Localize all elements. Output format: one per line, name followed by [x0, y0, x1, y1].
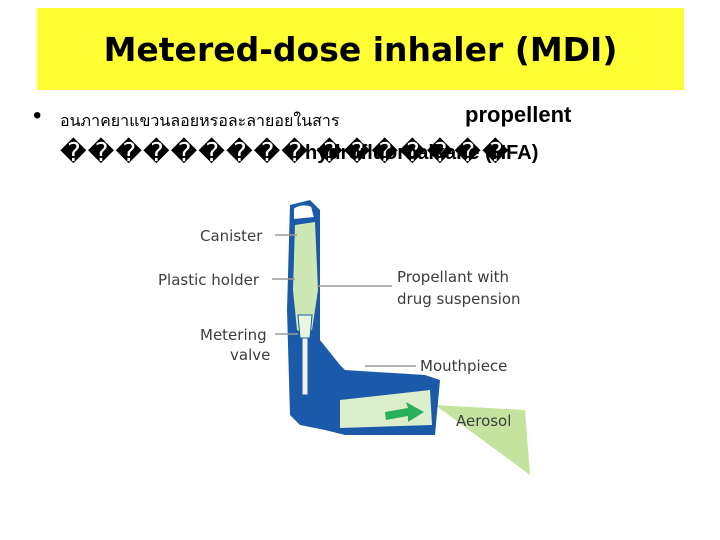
label-plastic-holder: Plastic holder [158, 271, 260, 289]
aerosol-arrow [385, 402, 424, 422]
propellent-word: propellent [465, 102, 572, 127]
bullet-line-2: ��������� hydrofluoroalkane (HFA) ������… [60, 138, 700, 172]
aerosol-plume [435, 405, 530, 475]
bullet-dot-icon: • [33, 102, 42, 129]
thai-description: อนภาคยาแขวนลอยหรอละลายอยในสาร [60, 111, 340, 130]
title-banner: Metered-dose inhaler (MDI) [37, 8, 684, 90]
metering-valve-body [297, 314, 313, 339]
hfa-text: hydrofluoroalkane (HFA) [305, 142, 539, 164]
garbled-text-b: ������� [316, 138, 510, 168]
canister-liquid [293, 222, 318, 335]
bullet-line-1: • อนภาคยาแขวนลอยหรอละลายอยในสาร propelle… [33, 102, 693, 132]
page-title: Metered-dose inhaler (MDI) [103, 29, 618, 69]
inhaler-diagram: Canister Plastic holder Propellant with … [158, 200, 530, 475]
label-canister: Canister [200, 227, 263, 245]
plastic-holder-body [287, 200, 440, 435]
garbled-text-a: ��������� [60, 138, 309, 168]
label-propellant-1: Propellant with [397, 268, 509, 286]
label-metering-1: Metering [200, 326, 267, 344]
label-propellant-2: drug suspension [397, 290, 521, 308]
label-metering-2: valve [230, 346, 270, 364]
metering-valve-stem [301, 329, 309, 396]
canister-top [292, 203, 317, 222]
label-mouthpiece: Mouthpiece [420, 357, 507, 375]
label-aerosol: Aerosol [456, 412, 511, 430]
